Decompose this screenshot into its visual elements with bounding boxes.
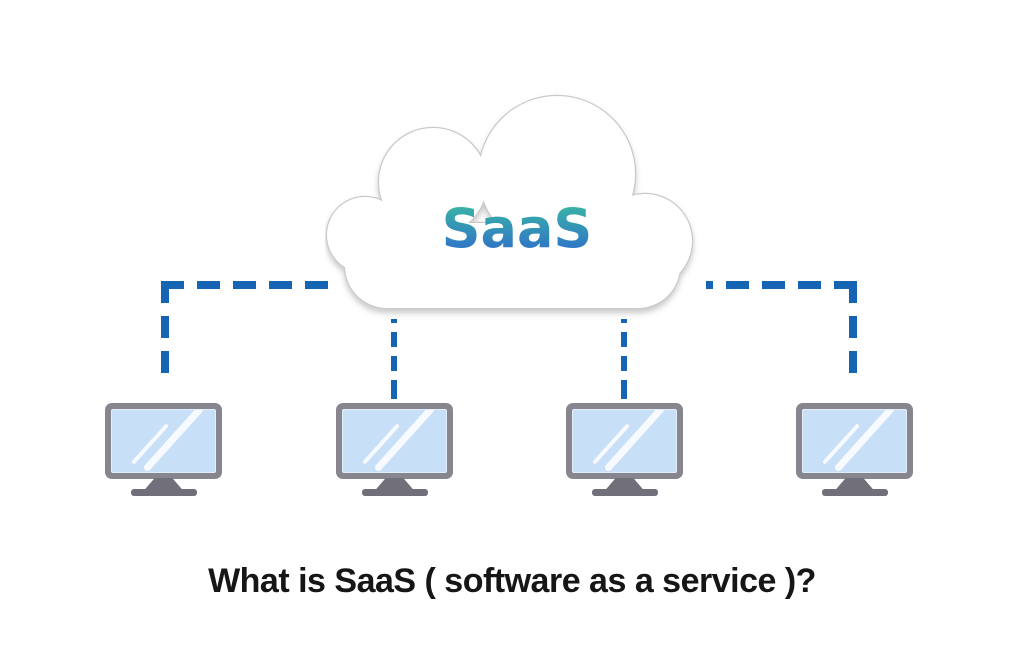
monitor-frame: [566, 403, 683, 479]
diagram-caption: What is SaaS ( software as a service )?: [208, 562, 816, 600]
monitor-stand-neck: [834, 478, 875, 491]
monitor-frame: [336, 403, 453, 479]
client-monitor-icon-1: [105, 403, 222, 496]
connector-right-horizontal: [706, 281, 857, 289]
monitor-screen: [572, 409, 677, 473]
monitor-stand-base: [591, 489, 658, 496]
monitor-screen: [111, 409, 216, 473]
monitor-stand-base: [361, 489, 428, 496]
monitor-frame: [796, 403, 913, 479]
monitor-stand-base: [130, 489, 197, 496]
monitor-screen: [802, 409, 907, 473]
client-monitor-icon-3: [566, 403, 683, 496]
connector-left-vertical: [161, 281, 169, 380]
client-monitor-icon-4: [796, 403, 913, 496]
client-monitor-icon-2: [336, 403, 453, 496]
saas-cloud-label: SaaS: [442, 197, 593, 260]
connector-right-vertical: [849, 281, 857, 380]
monitor-stand-neck: [143, 478, 184, 491]
monitor-frame: [105, 403, 222, 479]
monitor-stand-base: [821, 489, 888, 496]
connector-left-horizontal: [161, 281, 331, 289]
connector-center-left-vertical: [391, 319, 397, 399]
connector-center-right-vertical: [621, 319, 627, 399]
monitor-stand-neck: [604, 478, 645, 491]
monitor-screen: [342, 409, 447, 473]
saas-cloud-icon: SaaS: [325, 94, 694, 310]
monitor-stand-neck: [374, 478, 415, 491]
